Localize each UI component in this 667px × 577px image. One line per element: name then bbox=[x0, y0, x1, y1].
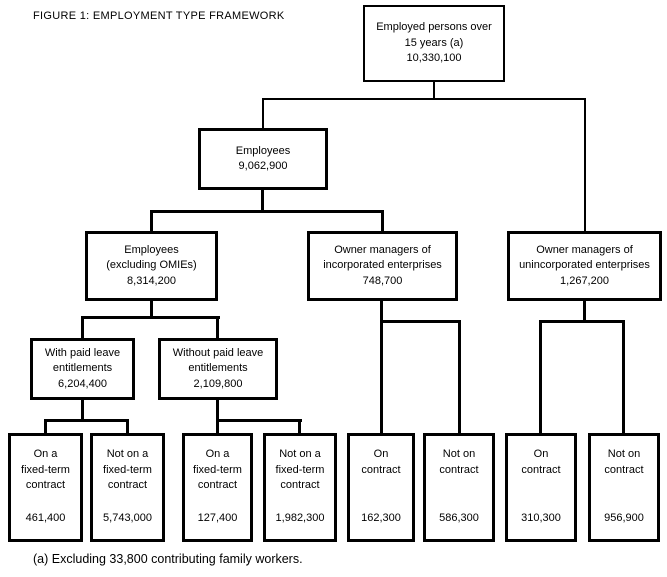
connector-root-to-unincorporated bbox=[584, 99, 586, 231]
connector-to-leaf-on-fixed-term-1 bbox=[44, 421, 47, 433]
connector-employees-to-excl-omies bbox=[150, 212, 153, 231]
node-without-paid-leave: Without paid leave entitlements 2,109,80… bbox=[158, 338, 278, 400]
connector-excl-omies-horizontal bbox=[81, 316, 220, 319]
connector-to-with-paid-leave bbox=[81, 318, 84, 338]
node-value: 127,400 bbox=[197, 511, 238, 524]
connector-with-paid-leave-horizontal bbox=[44, 419, 129, 422]
node-on-contract-2: On contract 310,300 bbox=[505, 433, 577, 542]
node-label: With paid leave entitlements bbox=[44, 346, 121, 375]
node-label: Owner managers of incorporated enterpris… bbox=[323, 243, 442, 272]
node-value: 748,700 bbox=[362, 274, 403, 287]
figure-title: FIGURE 1: EMPLOYMENT TYPE FRAMEWORK bbox=[33, 10, 285, 22]
node-owner-managers-unincorporated: Owner managers of unincorporated enterpr… bbox=[507, 231, 662, 301]
connector-without-paid-leave-horizontal bbox=[216, 419, 302, 422]
connector-to-leaf-not-fixed-term-2 bbox=[298, 421, 301, 433]
connector-incorporated-to-not-on-contract bbox=[458, 320, 461, 433]
node-not-on-fixed-term-contract-2: Not on a fixed-term contract 1,982,300 bbox=[263, 433, 337, 542]
node-on-fixed-term-contract-2: On a fixed-term contract 127,400 bbox=[182, 433, 253, 542]
node-label: Not on a fixed-term contract bbox=[103, 448, 152, 491]
node-value: 1,267,200 bbox=[560, 274, 609, 287]
connector-root-to-employees bbox=[262, 99, 264, 128]
figure-footnote: (a) Excluding 33,800 contributing family… bbox=[33, 552, 303, 566]
connector-with-paid-leave-stub bbox=[81, 400, 84, 421]
node-value: 6,204,400 bbox=[58, 377, 107, 390]
node-not-on-fixed-term-contract-1: Not on a fixed-term contract 5,743,000 bbox=[90, 433, 165, 542]
node-owner-managers-incorporated: Owner managers of incorporated enterpris… bbox=[307, 231, 458, 301]
connector-employees-to-incorporated bbox=[381, 212, 384, 231]
connector-excl-omies-stub bbox=[150, 301, 153, 319]
connector-unincorporated-to-on-contract bbox=[539, 321, 542, 433]
node-value: 461,400 bbox=[25, 511, 66, 524]
node-employees: Employees 9,062,900 bbox=[198, 128, 328, 190]
node-value: 9,062,900 bbox=[238, 160, 288, 172]
node-with-paid-leave: With paid leave entitlements 6,204,400 bbox=[30, 338, 135, 400]
node-value: 586,300 bbox=[439, 511, 479, 524]
connector-unincorporated-to-not-on-contract bbox=[622, 321, 625, 433]
connector-employees-stub bbox=[261, 190, 264, 213]
connector-root-stub bbox=[433, 82, 435, 100]
node-value: 310,300 bbox=[521, 511, 561, 524]
node-label: Employees bbox=[235, 144, 291, 157]
node-value: 2,109,800 bbox=[193, 377, 243, 390]
connector-root-horizontal bbox=[262, 98, 586, 100]
node-label: On a fixed-term contract bbox=[193, 448, 242, 491]
node-not-on-contract-1: Not on contract 586,300 bbox=[423, 433, 495, 542]
node-value: 5,743,000 bbox=[103, 511, 152, 524]
node-label: Without paid leave entitlements bbox=[172, 346, 264, 375]
node-on-contract-1: On contract 162,300 bbox=[347, 433, 415, 542]
node-label: Not on contract bbox=[604, 448, 644, 476]
node-not-on-contract-2: Not on contract 956,900 bbox=[588, 433, 660, 542]
node-label: Employees (excluding OMIEs) bbox=[106, 243, 197, 272]
connector-incorporated-to-on-contract bbox=[380, 301, 383, 433]
node-label: Employed persons over 15 years (a) bbox=[376, 21, 492, 49]
node-on-fixed-term-contract-1: On a fixed-term contract 461,400 bbox=[8, 433, 83, 542]
node-value: 10,330,100 bbox=[406, 52, 462, 65]
node-label: Not on a fixed-term contract bbox=[275, 448, 325, 491]
connector-employees-horizontal bbox=[150, 210, 384, 213]
node-label: On a fixed-term contract bbox=[21, 448, 70, 491]
connector-to-leaf-not-fixed-term-1 bbox=[126, 421, 129, 433]
connector-unincorporated-stub bbox=[583, 301, 586, 323]
node-label: On contract bbox=[521, 448, 561, 476]
node-value: 956,900 bbox=[604, 511, 644, 524]
connector-without-paid-leave-stub bbox=[216, 400, 219, 433]
connector-to-without-paid-leave bbox=[216, 318, 219, 338]
node-label: Owner managers of unincorporated enterpr… bbox=[519, 243, 650, 272]
node-employees-excluding-omies: Employees (excluding OMIEs) 8,314,200 bbox=[85, 231, 218, 301]
node-value: 162,300 bbox=[361, 511, 401, 524]
node-label: Not on contract bbox=[439, 448, 479, 476]
node-value: 1,982,300 bbox=[275, 511, 325, 524]
node-value: 8,314,200 bbox=[127, 274, 176, 287]
node-employed-persons: Employed persons over 15 years (a) 10,33… bbox=[363, 5, 505, 82]
connector-unincorporated-horizontal bbox=[539, 320, 625, 323]
node-label: On contract bbox=[361, 448, 401, 476]
connector-incorporated-horizontal bbox=[380, 320, 461, 323]
